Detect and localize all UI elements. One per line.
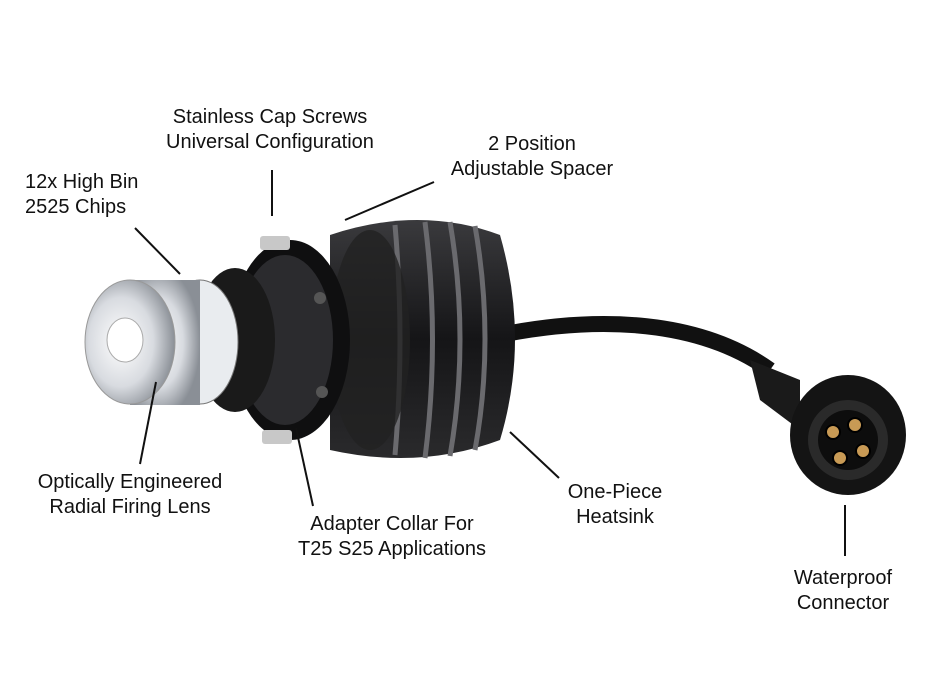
- callout-connector: Waterproof Connector: [773, 566, 913, 616]
- heatsink: [330, 220, 515, 459]
- callout-lens: Optically Engineered Radial Firing Lens: [10, 470, 250, 520]
- callout-line: Waterproof: [793, 567, 893, 589]
- pin: [825, 424, 841, 440]
- callout-chips: 12x High Bin 2525 Chips: [15, 170, 175, 220]
- callout-line: Connector: [796, 592, 890, 614]
- callout-line: 2525 Chips: [25, 196, 127, 218]
- callout-collar: Adapter Collar For T25 S25 Applications: [272, 512, 512, 562]
- callout-cap-screws: Stainless Cap Screws Universal Configura…: [150, 105, 390, 155]
- callout-line: T25 S25 Applications: [298, 538, 486, 560]
- callout-line: Stainless Cap Screws: [172, 106, 368, 128]
- callout-line: 12x High Bin: [25, 171, 139, 193]
- pin: [855, 443, 871, 459]
- cap-screw: [262, 430, 292, 444]
- pin: [832, 450, 848, 466]
- callout-heatsink: One-Piece Heatsink: [545, 480, 685, 530]
- callout-line: Radial Firing Lens: [49, 496, 211, 518]
- callout-line: Adjustable Spacer: [450, 158, 614, 180]
- callout-line: Universal Configuration: [166, 131, 374, 153]
- callout-line: Optically Engineered: [37, 471, 223, 493]
- callout-spacer: 2 Position Adjustable Spacer: [432, 132, 632, 182]
- callout-line: One-Piece: [567, 481, 663, 503]
- leader-lines: [134, 170, 846, 556]
- pin: [847, 417, 863, 433]
- callout-line: Adapter Collar For: [310, 513, 474, 535]
- cap-screw: [260, 236, 290, 250]
- radial-lens: [84, 279, 239, 405]
- callout-line: Heatsink: [576, 506, 654, 528]
- callout-line: 2 Position: [488, 133, 576, 155]
- cable: [498, 316, 775, 377]
- waterproof-connector: [750, 360, 906, 495]
